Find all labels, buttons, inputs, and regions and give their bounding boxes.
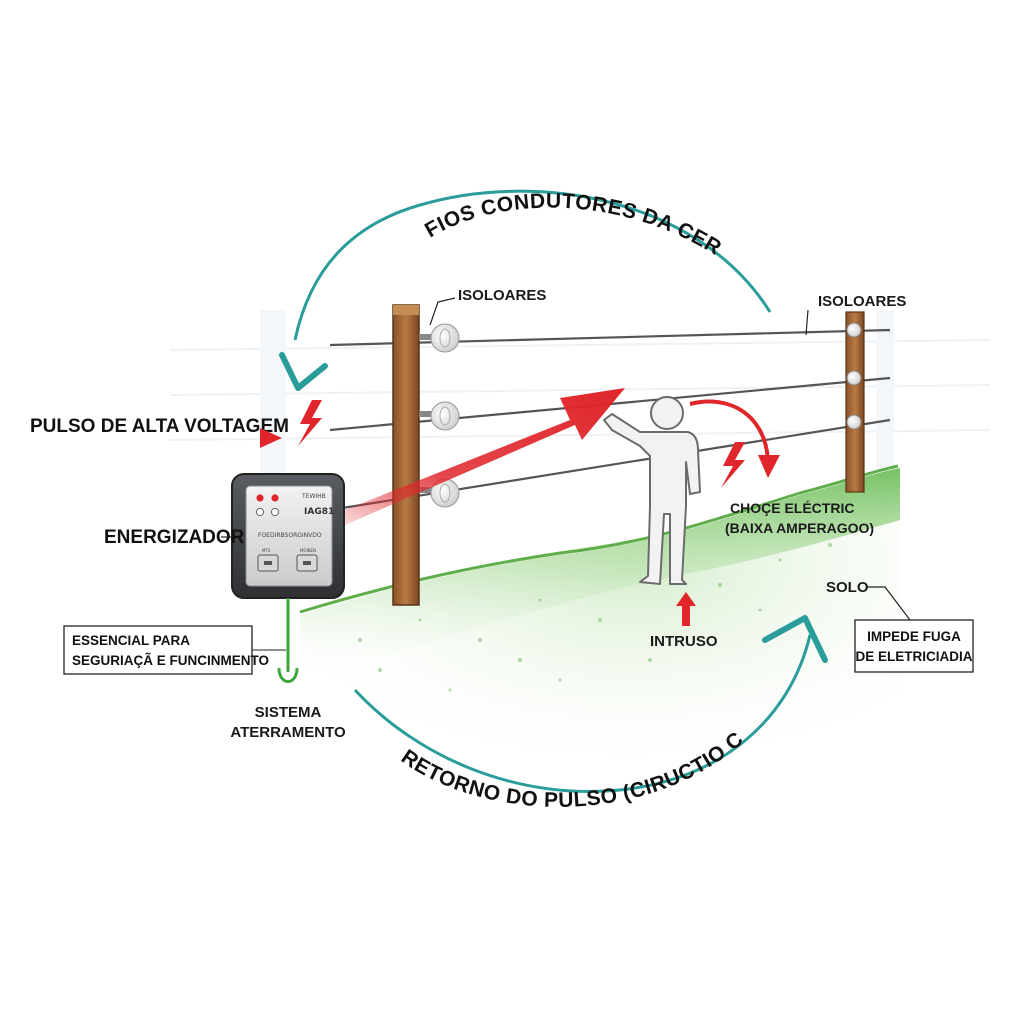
indicator-light-red — [256, 494, 264, 502]
fence-post-left — [392, 304, 420, 606]
svg-text:ISOLOARES: ISOLOARES — [458, 287, 546, 304]
svg-text:PULSO DE ALTA VOLTAGEM: PULSO DE ALTA VOLTAGEM — [30, 416, 289, 437]
bottom-circuit-arc — [353, 634, 812, 794]
soil-label: SOLO — [826, 579, 911, 621]
wire-bottom — [329, 418, 891, 512]
pulse-label-group: PULSO DE ALTA VOLTAGEM — [30, 416, 289, 448]
svg-text:CHOÇE ELÉCTRIC: CHOÇE ELÉCTRIC — [730, 500, 854, 516]
pulse-flow-arrow — [340, 388, 625, 525]
person-icon — [603, 396, 701, 585]
top-arc-arrowhead — [279, 352, 328, 391]
lightning-bolt-icon — [298, 400, 322, 446]
svg-text:SEGURIAÇÃ E FUNCINMENTO: SEGURIAÇÃ E FUNCINMENTO — [72, 653, 269, 668]
svg-text:ATERRAMENTO: ATERRAMENTO — [230, 724, 346, 741]
svg-text:SISTEMA: SISTEMA — [255, 704, 322, 721]
lightning-bolt-icon — [721, 442, 745, 488]
soil-note-box: IMPEDE FUGA DE ELETRICIADIA — [854, 619, 974, 673]
svg-text:IMPEDE FUGA: IMPEDE FUGA — [867, 629, 961, 644]
svg-text:MTS: MTS — [262, 548, 271, 553]
insulator-label-left: ISOLOARES — [429, 287, 546, 326]
energizer-device: TEWIHB IAG81 FOEDIRBSORGINVDO MTS MOIBEN — [231, 473, 345, 599]
indicator-light — [255, 507, 265, 517]
top-circuit-arc — [293, 189, 772, 341]
svg-text:INTRUSO: INTRUSO — [650, 633, 718, 650]
fence-post-right — [845, 311, 865, 493]
top-arc-label: FIOS CONDUTORES DA CERCA — [0, 0, 725, 260]
svg-text:MOIBEN: MOIBEN — [300, 548, 316, 553]
svg-text:ESSENCIAL PARA: ESSENCIAL PARA — [72, 633, 190, 648]
svg-text:IAG81: IAG81 — [304, 507, 334, 517]
insulator-label-right: ISOLOARES — [805, 293, 906, 336]
svg-text:DE ELETRICIADIA: DE ELETRICIADIA — [855, 649, 972, 664]
intruder-label: INTRUSO — [650, 592, 718, 650]
svg-text:SOLO: SOLO — [826, 579, 869, 596]
shock-arrow — [689, 399, 780, 478]
bottom-arc-arrowhead — [762, 615, 828, 663]
grounding-label: SISTEMA ATERRAMENTO — [230, 704, 346, 741]
ground-wire — [277, 598, 299, 683]
wire-top — [329, 328, 891, 347]
background-fence — [169, 310, 991, 550]
svg-text:ISOLOARES: ISOLOARES — [818, 293, 906, 310]
insulators — [419, 322, 862, 508]
shock-label: CHOÇE ELÉCTRIC (BAIXA AMPERAGOO) — [725, 500, 874, 536]
circuit-flow — [279, 189, 828, 794]
indicator-light — [270, 507, 280, 517]
ground-note-box: ESSENCIAL PARA SEGURIAÇÃ E FUNCINMENTO — [63, 625, 286, 675]
svg-text:TEWIHB: TEWIHB — [301, 493, 326, 500]
energizer-label: ENERGIZADOR — [104, 527, 245, 548]
svg-text:(BAIXA AMPERAGOO): (BAIXA AMPERAGOO) — [725, 520, 874, 536]
svg-text:FOEDIRBSORGINVDO: FOEDIRBSORGINVDO — [258, 532, 322, 539]
indicator-light-red — [271, 494, 279, 502]
